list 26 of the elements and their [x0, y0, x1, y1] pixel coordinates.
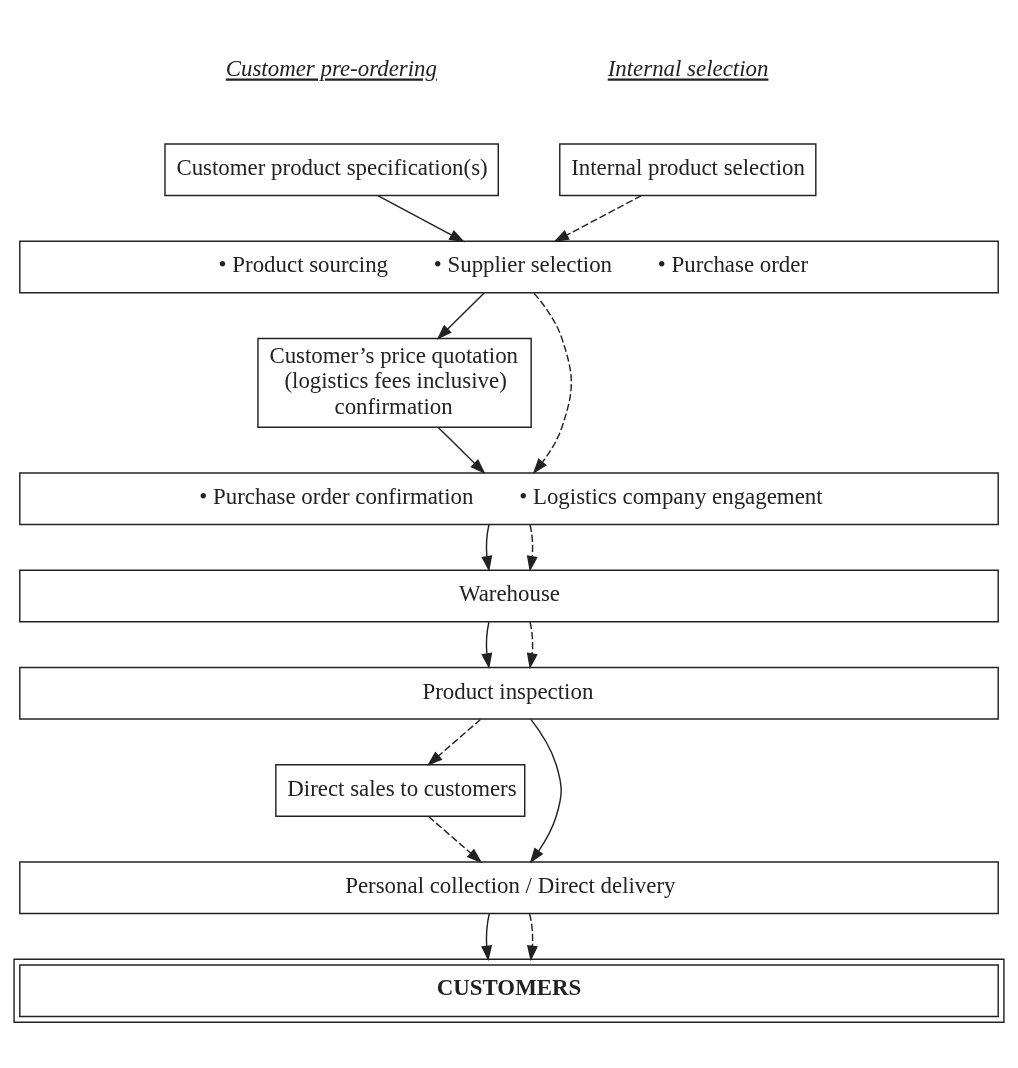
node-box: • Product sourcing • Supplier selection • Purchase order	[19, 240, 999, 293]
arrow	[481, 621, 493, 669]
arrow	[437, 426, 486, 474]
node-box: • Purchase order confirmation • Logistics company engagement	[19, 471, 999, 525]
node-box: Personal collection / Direct delivery	[19, 860, 999, 914]
arrow	[481, 912, 493, 961]
arrow	[428, 815, 483, 863]
arrow	[377, 194, 465, 242]
arrow	[553, 194, 642, 242]
node-box: Customer product specification(s)	[164, 142, 499, 196]
arrow	[436, 291, 485, 340]
node-box: Internal product selection	[559, 142, 817, 196]
label: Customer pre-ordering	[225, 55, 437, 81]
arrow	[427, 718, 482, 766]
arrow	[526, 523, 538, 572]
node-box: CUSTOMERS	[13, 958, 1005, 1023]
node-box: Customer’s price quotation (logistics fees inclusive) confirmation	[257, 337, 532, 428]
node-box: Warehouse	[19, 569, 999, 622]
arrow	[526, 621, 538, 669]
node-box: Product inspection	[19, 666, 999, 720]
arrow	[527, 912, 538, 961]
node-box: Direct sales to customers	[275, 763, 526, 817]
arrow	[529, 718, 562, 863]
arrow	[481, 523, 493, 572]
label: Internal selection	[607, 55, 769, 81]
arrow	[532, 292, 573, 474]
